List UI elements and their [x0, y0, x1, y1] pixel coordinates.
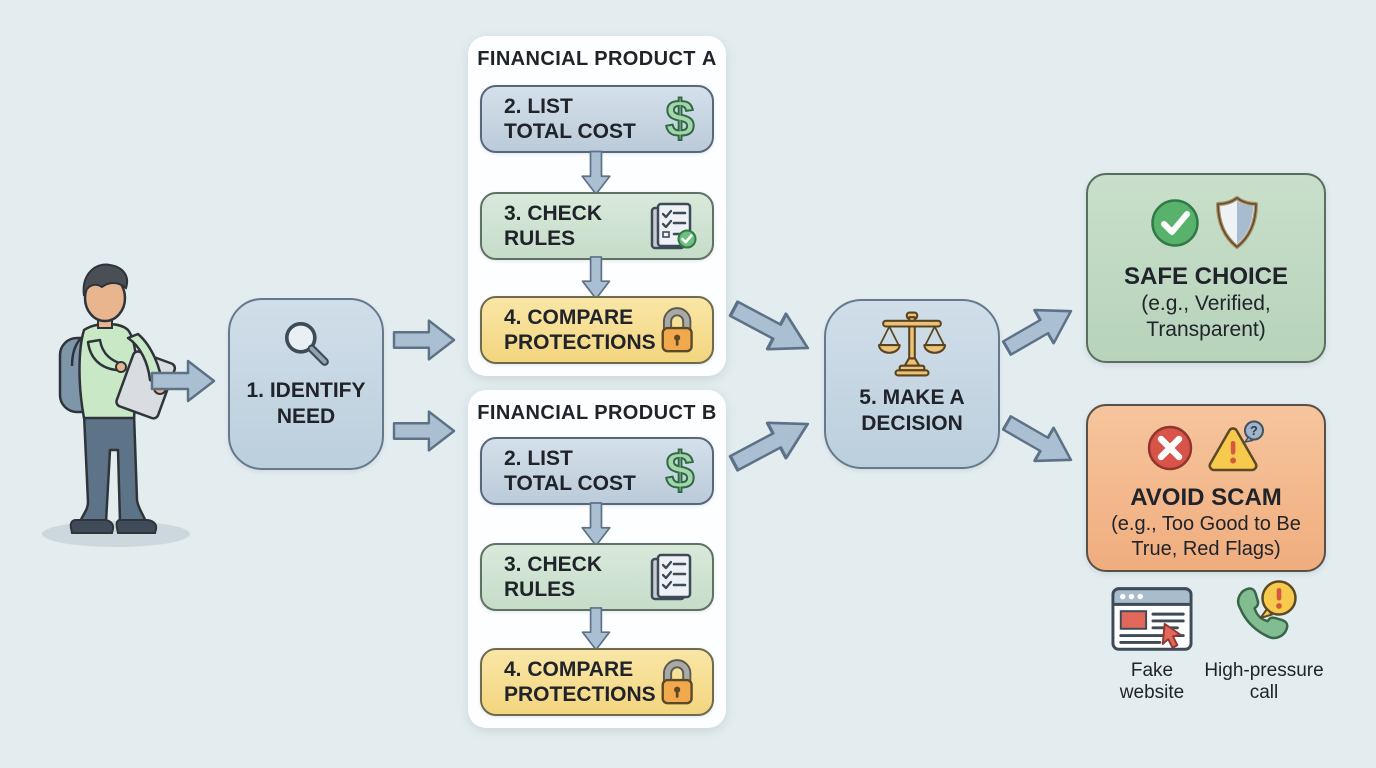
identify-need-label: 1. IDENTIFY NEED — [246, 378, 365, 431]
arrow-down-icon — [574, 607, 618, 651]
checklist-checked-icon — [650, 202, 697, 250]
fake-website-label: Fake website — [1120, 660, 1184, 705]
avoid-scam-title: AVOID SCAM — [1130, 484, 1282, 511]
step-line1: 2. LIST — [504, 446, 573, 470]
safe-subtitle-line2: Transparent) — [1146, 318, 1266, 342]
warning-triangle-icon: ? — [1208, 420, 1264, 472]
scam-subtitle-line1: (e.g., Too Good to Be — [1111, 513, 1301, 535]
example-high-pressure-call: High-pressure call — [1202, 580, 1326, 705]
step-line2: PROTECTIONS — [504, 331, 656, 354]
arrow-decision-to-scam — [996, 404, 1084, 480]
step-list-total-cost-b: 2. LIST TOTAL COST $ — [480, 437, 714, 505]
step-label: 4. COMPARE PROTECTIONS — [504, 305, 656, 355]
arrow-down-icon — [574, 150, 618, 195]
arrow-identify-to-product-a — [392, 317, 456, 363]
panel-a-title-letter: A — [701, 48, 717, 70]
shield-icon — [1216, 196, 1258, 249]
step-line1: 4. COMPARE — [504, 305, 634, 329]
svg-text:$: $ — [666, 91, 695, 147]
x-circle-icon — [1147, 425, 1193, 471]
safe-choice-title: SAFE CHOICE — [1123, 263, 1288, 290]
identify-need-line1: 1. IDENTIFY — [246, 379, 366, 402]
fake-website-line1: Fake — [1130, 660, 1174, 681]
step-line1: 2. LIST — [504, 94, 573, 118]
step-line1: 3. CHECK — [504, 552, 603, 576]
step-list-total-cost-a: 2. LIST TOTAL COST $ — [480, 85, 714, 153]
panel-b-title: FINANCIAL PRODUCT B — [468, 402, 726, 425]
node-make-a-decision: 5. MAKE A DECISION — [824, 299, 1000, 469]
safe-subtitle-line1: (e.g., Verified, — [1141, 292, 1271, 315]
identify-need-line2: NEED — [276, 405, 336, 429]
arrow-down-icon — [574, 256, 618, 300]
decision-line1: 5. MAKE A — [859, 386, 965, 409]
step-check-rules-b: 3. CHECK RULES — [480, 543, 714, 611]
safe-choice-subtitle: (e.g., Verified, Transparent) — [1141, 291, 1271, 343]
checklist-icon — [650, 553, 692, 601]
panel-b-title-letter: B — [701, 402, 717, 424]
decision-line2: DECISION — [861, 412, 963, 436]
svg-text:?: ? — [1250, 424, 1258, 438]
step-label: 2. LIST TOTAL COST — [504, 446, 636, 496]
high-pressure-call-line1: High-pressure — [1204, 660, 1324, 681]
arrow-identify-to-product-b — [392, 408, 456, 454]
node-identify-need: 1. IDENTIFY NEED — [228, 298, 384, 470]
make-decision-label: 5. MAKE A DECISION — [859, 385, 964, 438]
step-line2: TOTAL COST — [504, 472, 636, 495]
step-line2: RULES — [504, 227, 576, 250]
person-using-tablet-illustration — [42, 263, 190, 547]
high-pressure-call-line2: call — [1249, 682, 1279, 704]
dollar-icon: $ — [665, 443, 696, 499]
fake-website-line2: website — [1119, 682, 1185, 704]
scam-subtitle-line2: True, Red Flags) — [1131, 537, 1281, 560]
check-circle-icon — [1151, 199, 1199, 247]
step-line2: TOTAL COST — [504, 120, 636, 143]
arrow-person-to-identify — [150, 357, 216, 405]
svg-text:$: $ — [666, 443, 695, 499]
panel-a-title-prefix: FINANCIAL PRODUCT — [477, 48, 696, 70]
panel-b-title-prefix: FINANCIAL PRODUCT — [477, 402, 696, 424]
high-pressure-call-label: High-pressure call — [1204, 660, 1323, 705]
step-label: 3. CHECK RULES — [504, 552, 602, 602]
magnifier-icon — [284, 321, 329, 366]
step-label: 3. CHECK RULES — [504, 201, 602, 251]
outcome-safe-choice: SAFE CHOICE (e.g., Verified, Transparent… — [1086, 173, 1326, 363]
arrow-product-a-to-decision — [723, 289, 821, 370]
arrow-decision-to-safe — [996, 291, 1084, 367]
step-compare-protections-a: 4. COMPARE PROTECTIONS — [480, 296, 714, 364]
panel-a-title: FINANCIAL PRODUCT A — [468, 48, 726, 71]
step-label: 4. COMPARE PROTECTIONS — [504, 657, 656, 707]
step-line1: 3. CHECK — [504, 201, 603, 225]
step-label: 2. LIST TOTAL COST — [504, 94, 636, 144]
fake-website-icon — [1111, 587, 1193, 651]
step-check-rules-a: 3. CHECK RULES — [480, 192, 714, 260]
avoid-scam-icons: ? — [1146, 420, 1266, 476]
padlock-icon — [661, 659, 693, 705]
person-illustration — [28, 258, 204, 554]
outcome-avoid-scam: ? AVOID SCAM (e.g., Too Good to Be True,… — [1086, 404, 1326, 572]
safe-choice-icons — [1149, 195, 1263, 251]
scales-icon — [877, 311, 947, 377]
avoid-scam-subtitle: (e.g., Too Good to Be True, Red Flags) — [1111, 512, 1301, 562]
example-fake-website: Fake website — [1100, 586, 1204, 705]
step-line2: PROTECTIONS — [504, 683, 656, 706]
panel-financial-product-b: FINANCIAL PRODUCT B 2. LIST TOTAL COST $… — [468, 390, 726, 728]
arrow-down-icon — [574, 502, 618, 547]
step-compare-protections-b: 4. COMPARE PROTECTIONS — [480, 648, 714, 716]
step-line2: RULES — [504, 578, 576, 601]
step-line1: 4. COMPARE — [504, 657, 634, 681]
padlock-icon — [661, 307, 693, 353]
panel-financial-product-a: FINANCIAL PRODUCT A 2. LIST TOTAL COST $… — [468, 36, 726, 376]
arrow-product-b-to-decision — [723, 403, 821, 484]
phone-call-icon — [1236, 580, 1297, 640]
dollar-icon: $ — [665, 91, 696, 147]
